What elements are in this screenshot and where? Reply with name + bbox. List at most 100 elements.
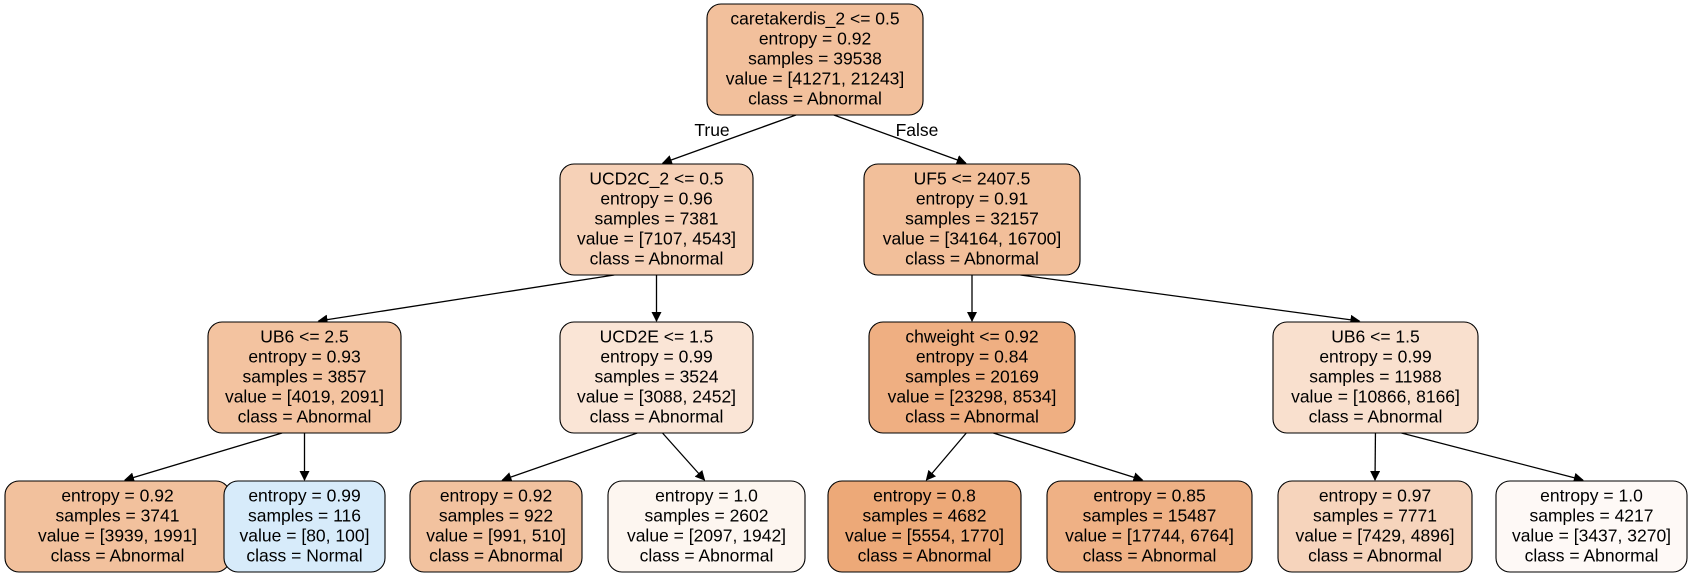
tree-edge: [501, 432, 638, 482]
node-line: value = [991, 510]: [426, 526, 566, 546]
node-line: class = Abnormal: [905, 407, 1039, 427]
node-line: UB6 <= 1.5: [1331, 327, 1420, 347]
node-line: value = [3437, 3270]: [1512, 526, 1671, 546]
node-line: UB6 <= 2.5: [260, 327, 349, 347]
edge-arrow: [124, 432, 283, 483]
node-line: class = Abnormal: [1525, 546, 1659, 566]
node-box: [706, 3, 924, 116]
tree-edge: True: [661, 114, 797, 165]
edge-arrow: [501, 432, 638, 482]
node-line: class = Abnormal: [905, 249, 1039, 269]
tree-edge: False: [833, 114, 967, 165]
edge-arrow: [662, 432, 706, 481]
node-line: value = [7107, 4543]: [577, 229, 736, 249]
node-line: value = [17744, 6764]: [1065, 526, 1234, 546]
node-line: entropy = 0.99: [600, 347, 712, 367]
node-line: class = Abnormal: [1309, 407, 1443, 427]
node-line: value = [10866, 8166]: [1291, 387, 1460, 407]
node-line: entropy = 0.91: [916, 189, 1028, 209]
node-box: [559, 321, 754, 434]
node-line: samples = 7381: [594, 209, 718, 229]
edge-label: False: [896, 120, 939, 140]
node-line: value = [3939, 1991]: [38, 526, 197, 546]
edge-arrow: [317, 274, 615, 325]
node-line: entropy = 1.0: [1540, 486, 1643, 506]
node-line: class = Normal: [246, 546, 362, 566]
node-line: value = [7429, 4896]: [1295, 526, 1454, 546]
node-line: samples = 39538: [748, 49, 882, 69]
node-line: UCD2C_2 <= 0.5: [589, 169, 723, 190]
node-line: entropy = 0.99: [1319, 347, 1431, 367]
edge-arrow: [1401, 432, 1584, 483]
node-box: [868, 321, 1076, 434]
node-box: [607, 480, 806, 573]
node-line: entropy = 0.92: [759, 29, 871, 49]
node-line: class = Abnormal: [640, 546, 774, 566]
node-line: entropy = 0.92: [440, 486, 552, 506]
edge-arrow: [993, 432, 1144, 483]
node-line: chweight <= 0.92: [905, 327, 1038, 347]
node-line: class = Abnormal: [858, 546, 992, 566]
node-line: entropy = 0.99: [248, 486, 360, 506]
tree-edge: [925, 432, 967, 481]
node-line: class = Abnormal: [1083, 546, 1217, 566]
node-line: class = Abnormal: [590, 407, 724, 427]
node-line: value = [5554, 1770]: [845, 526, 1004, 546]
node-box: [1495, 480, 1688, 573]
edge-arrow: [1020, 274, 1361, 325]
node-line: samples = 3524: [594, 367, 718, 387]
node-box: [1277, 480, 1473, 573]
tree-edge: [1401, 432, 1584, 483]
node-box: [827, 480, 1022, 573]
node-line: samples = 4682: [862, 506, 986, 526]
node-line: samples = 15487: [1083, 506, 1217, 526]
node-line: entropy = 0.97: [1319, 486, 1431, 506]
node-box: [207, 321, 402, 434]
node-box: [863, 163, 1081, 276]
node-line: samples = 7771: [1313, 506, 1437, 526]
node-line: samples = 3741: [55, 506, 179, 526]
node-line: samples = 20169: [905, 367, 1039, 387]
node-line: entropy = 0.85: [1093, 486, 1205, 506]
node-line: entropy = 0.93: [248, 347, 360, 367]
edge-arrow: [925, 432, 967, 481]
node-box: [409, 480, 583, 573]
node-line: samples = 2602: [644, 506, 768, 526]
node-box: [223, 480, 386, 573]
tree-edge: [662, 432, 706, 481]
node-line: samples = 3857: [242, 367, 366, 387]
node-line: value = [23298, 8534]: [888, 387, 1057, 407]
node-line: class = Abnormal: [238, 407, 372, 427]
node-line: samples = 4217: [1529, 506, 1653, 526]
edge-arrow: [661, 114, 797, 165]
edge-label: True: [694, 120, 729, 140]
node-line: samples = 11988: [1309, 367, 1441, 387]
node-line: class = Abnormal: [590, 249, 724, 269]
node-line: entropy = 1.0: [655, 486, 758, 506]
node-line: class = Abnormal: [51, 546, 185, 566]
node-line: class = Abnormal: [429, 546, 563, 566]
node-line: UF5 <= 2407.5: [914, 169, 1031, 189]
node-line: class = Abnormal: [1308, 546, 1442, 566]
node-line: value = [80, 100]: [240, 526, 370, 546]
node-line: entropy = 0.96: [600, 189, 712, 209]
tree-edge: [317, 274, 615, 325]
node-line: value = [34164, 16700]: [883, 229, 1062, 249]
node-line: UCD2E <= 1.5: [600, 327, 714, 347]
node-box: [1272, 321, 1479, 434]
node-box: [1046, 480, 1253, 573]
node-line: samples = 32157: [905, 209, 1039, 229]
node-line: value = [3088, 2452]: [577, 387, 736, 407]
node-line: entropy = 0.92: [61, 486, 173, 506]
